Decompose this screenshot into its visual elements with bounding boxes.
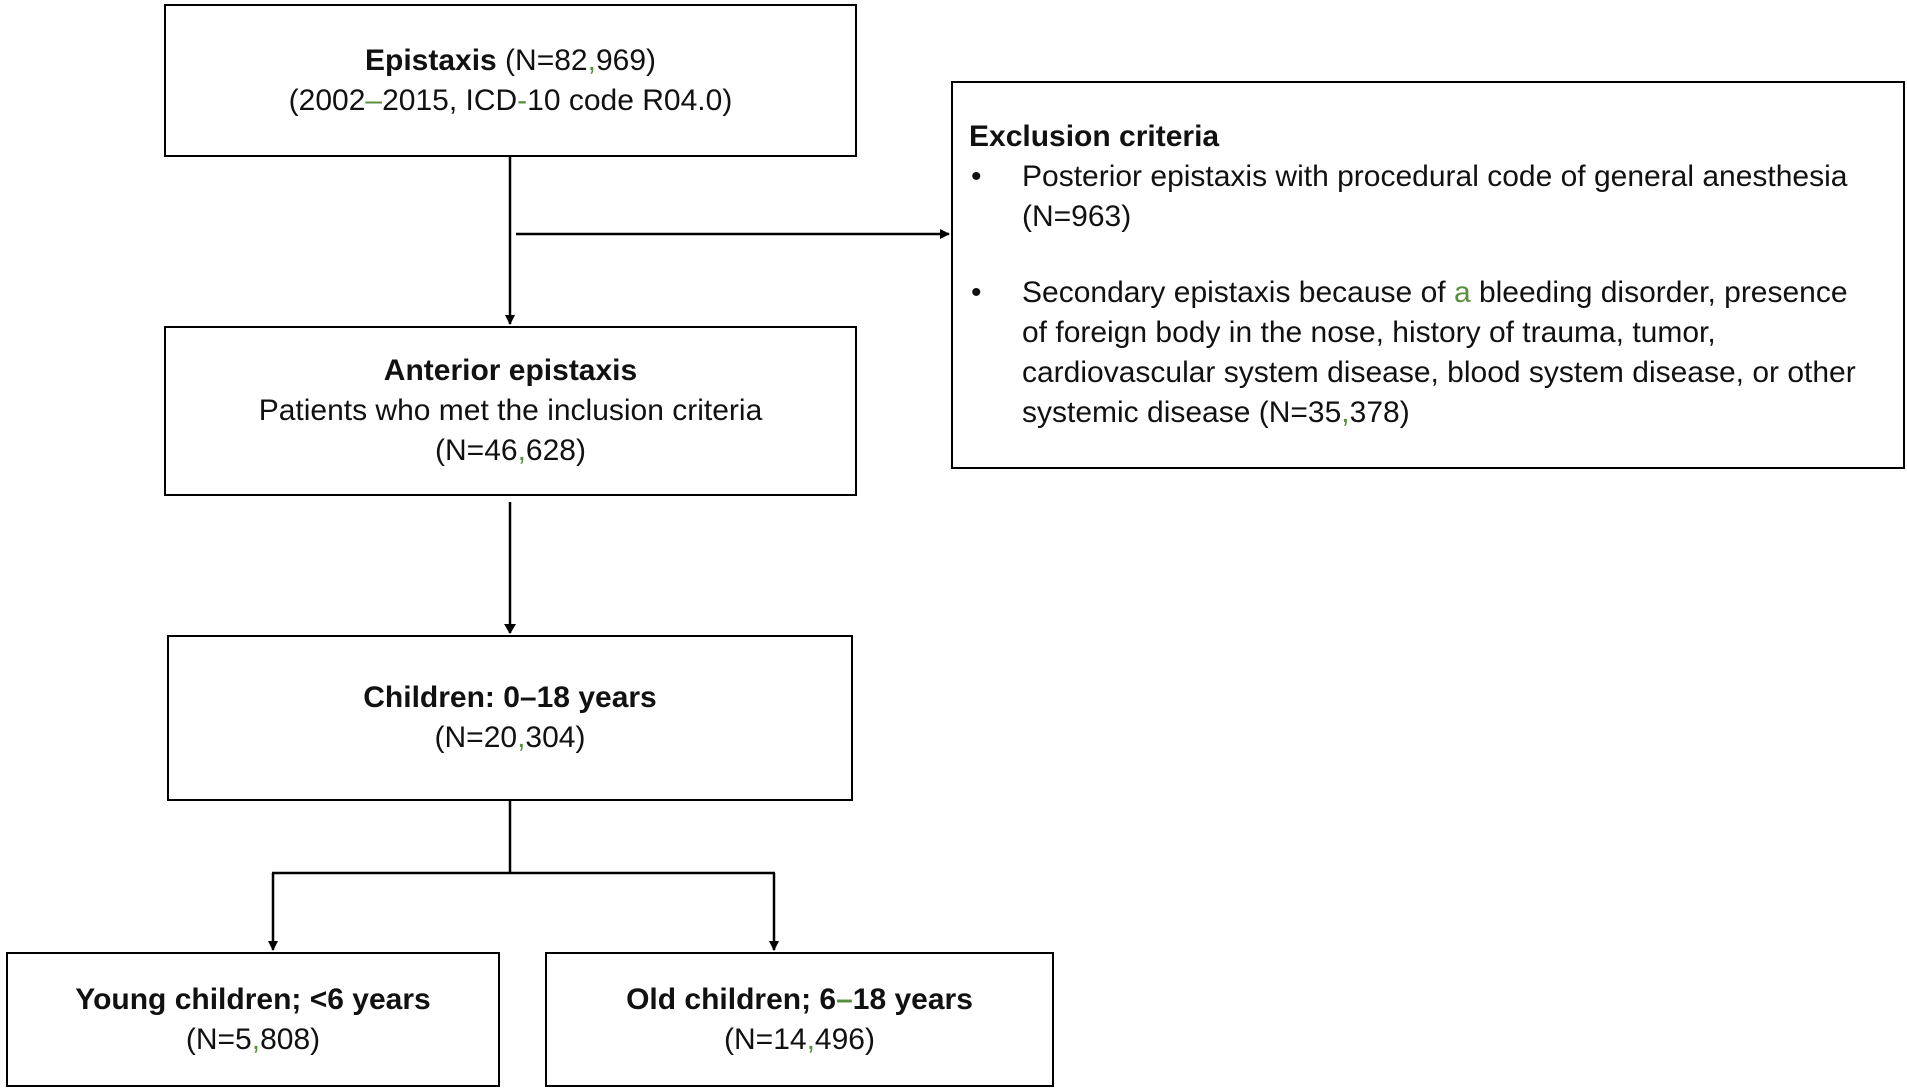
young-count-c: 808) bbox=[260, 1022, 321, 1056]
exclusion-item-secondary-a: Secondary epistaxis because of bbox=[1022, 276, 1454, 309]
old-count-line: (N=14,496) bbox=[724, 1020, 875, 1060]
exclusion-item-secondary-d: , bbox=[1341, 396, 1350, 429]
anterior-epistaxis-box: Anterior epistaxis Patients who met the … bbox=[164, 326, 857, 496]
old-title-dash: – bbox=[836, 982, 853, 1016]
arrowhead-children bbox=[504, 624, 516, 634]
exclusion-item-secondary-e: 378) bbox=[1349, 396, 1410, 429]
exclusion-item-secondary: • Secondary epistaxis because of a bleed… bbox=[969, 273, 1879, 433]
bullet-icon: • bbox=[971, 276, 982, 309]
epistaxis-period-e: 10 code R04.0) bbox=[527, 83, 733, 117]
exclusion-list: • Posterior epistaxis with procedural co… bbox=[969, 157, 1879, 433]
children-count-a: (N=20 bbox=[434, 721, 518, 754]
epistaxis-period-dash: – bbox=[365, 83, 383, 117]
epistaxis-title: Epistaxis bbox=[364, 43, 497, 77]
exclusion-criteria-box: Exclusion criteria • Posterior epistaxis… bbox=[951, 81, 1905, 469]
old-title-a: Old children; 6 bbox=[626, 982, 837, 1016]
children-title: Children: 0–18 years bbox=[363, 681, 657, 714]
young-title: Young children; <6 years bbox=[75, 982, 431, 1016]
epistaxis-count-c: 969) bbox=[595, 43, 656, 77]
anterior-count-c: 628) bbox=[525, 434, 586, 467]
old-count-a: (N=14 bbox=[724, 1022, 807, 1056]
anterior-count-sep: , bbox=[517, 434, 526, 467]
epistaxis-box: Epistaxis (N=82,969) (2002–2015, ICD-10 … bbox=[164, 4, 857, 157]
exclusion-item-secondary-c: bleeding disorder, presence of foreign b… bbox=[1022, 276, 1856, 429]
exclusion-item-secondary-b: a bbox=[1453, 276, 1471, 309]
anterior-count-a: (N=46 bbox=[435, 434, 518, 467]
children-count-sep: , bbox=[517, 721, 526, 754]
old-title-c: 18 years bbox=[852, 982, 973, 1016]
anterior-count-line: (N=46,628) bbox=[435, 431, 586, 471]
old-count-c: 496) bbox=[814, 1022, 875, 1056]
old-count-sep: , bbox=[806, 1022, 815, 1056]
exclusion-item-posterior-text: Posterior epistaxis with procedural code… bbox=[1022, 160, 1848, 233]
children-count-line: (N=20,304) bbox=[435, 718, 586, 758]
exclusion-item-posterior: • Posterior epistaxis with procedural co… bbox=[969, 157, 1879, 237]
anterior-subtitle: Patients who met the inclusion criteria bbox=[258, 394, 763, 427]
young-count-line: (N=5,808) bbox=[186, 1020, 320, 1060]
young-count-sep: , bbox=[251, 1022, 261, 1056]
epistaxis-count-sep: , bbox=[587, 43, 596, 77]
epistaxis-count-line: Epistaxis (N=82,969) bbox=[365, 41, 656, 81]
old-children-box: Old children; 6–18 years (N=14,496) bbox=[545, 952, 1054, 1087]
epistaxis-period-a: (2002 bbox=[288, 83, 366, 117]
epistaxis-period-hyphen: - bbox=[517, 83, 528, 117]
young-count-a: (N=5 bbox=[185, 1022, 252, 1056]
young-children-box: Young children; <6 years (N=5,808) bbox=[6, 952, 500, 1087]
bullet-icon: • bbox=[971, 160, 982, 193]
children-count-c: 304) bbox=[525, 721, 586, 754]
epistaxis-count-a: (N=82 bbox=[496, 43, 588, 77]
epistaxis-period-c: 2015, ICD bbox=[382, 83, 518, 117]
anterior-title: Anterior epistaxis bbox=[383, 354, 638, 387]
epistaxis-period-line: (2002–2015, ICD-10 code R04.0) bbox=[289, 81, 733, 121]
children-box: Children: 0–18 years (N=20,304) bbox=[167, 635, 853, 801]
old-title-line: Old children; 6–18 years bbox=[626, 980, 973, 1020]
exclusion-title: Exclusion criteria bbox=[969, 120, 1220, 153]
